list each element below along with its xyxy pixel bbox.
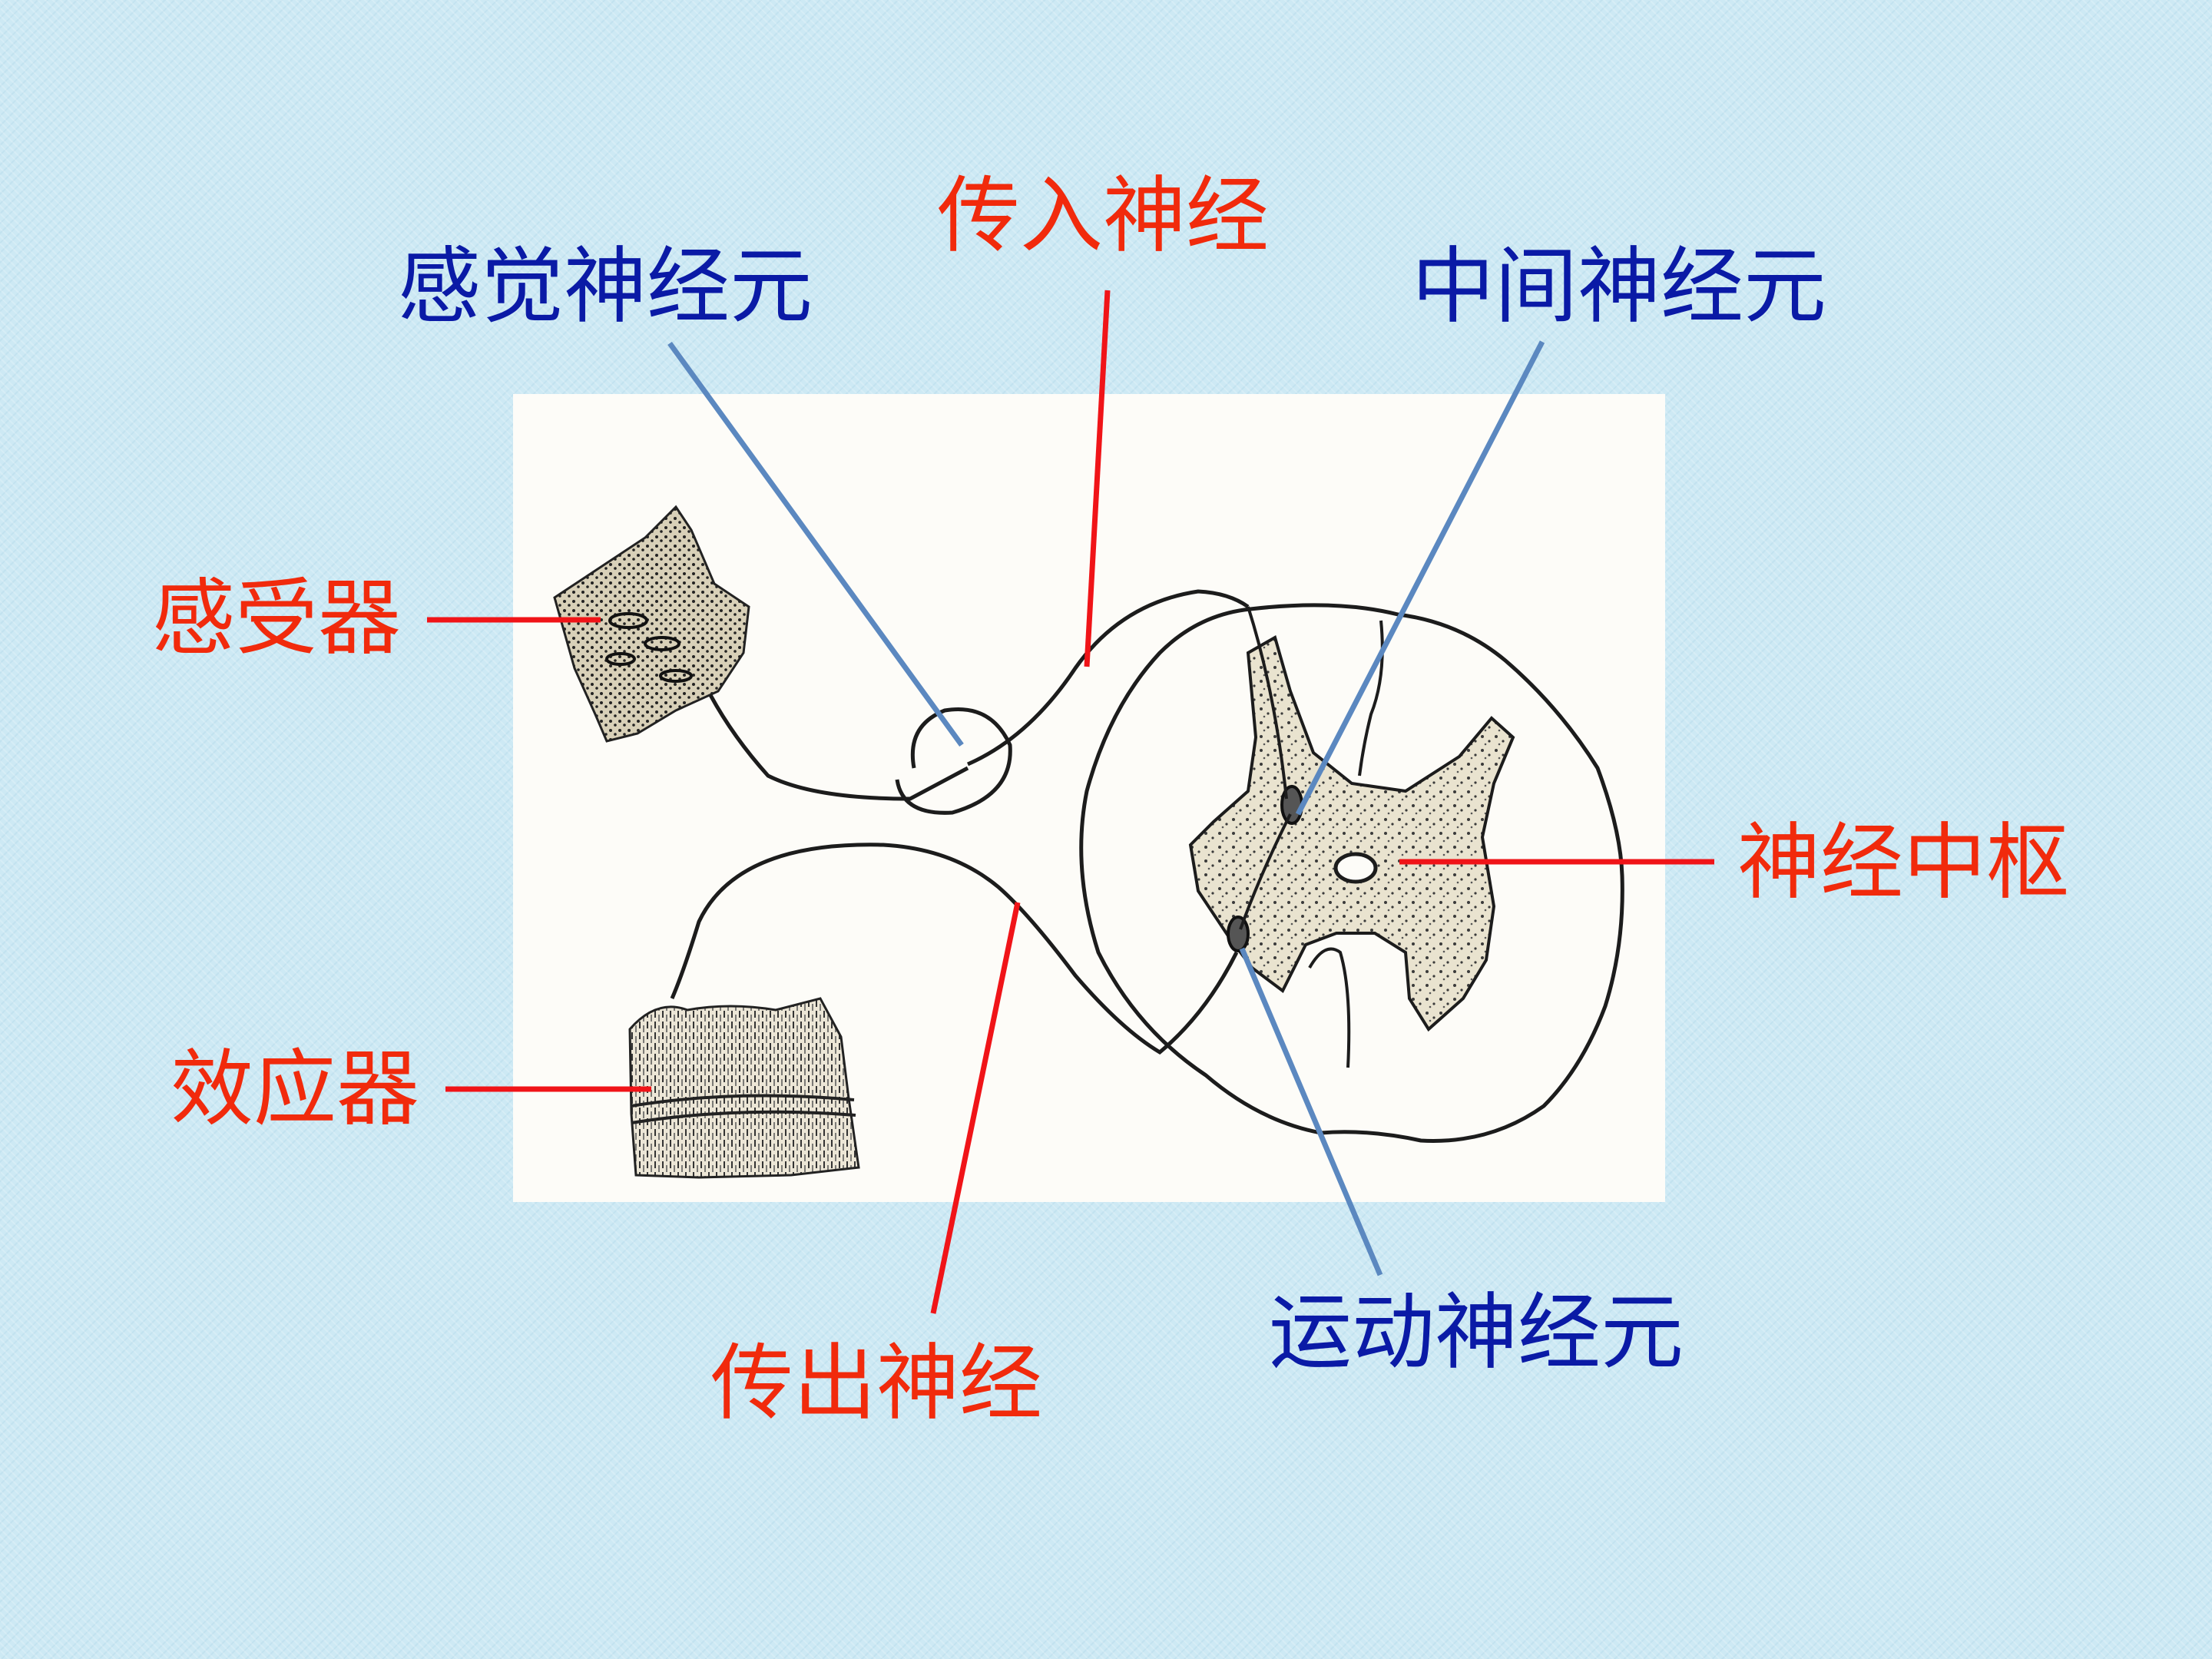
label-motor-neuron: 运动神经元 [1269,1285,1684,1381]
label-nerve-center: 神经中枢 [1737,815,2069,911]
label-afferent-nerve: 传入神经 [937,168,1269,264]
label-efferent-nerve: 传出神经 [710,1336,1042,1432]
label-sensory-neuron: 感觉神经元 [398,239,813,335]
label-interneuron: 中间神经元 [1412,239,1826,335]
effector-illustration [630,998,859,1177]
label-receptor: 感受器 [152,571,401,667]
label-effector: 效应器 [171,1041,419,1137]
